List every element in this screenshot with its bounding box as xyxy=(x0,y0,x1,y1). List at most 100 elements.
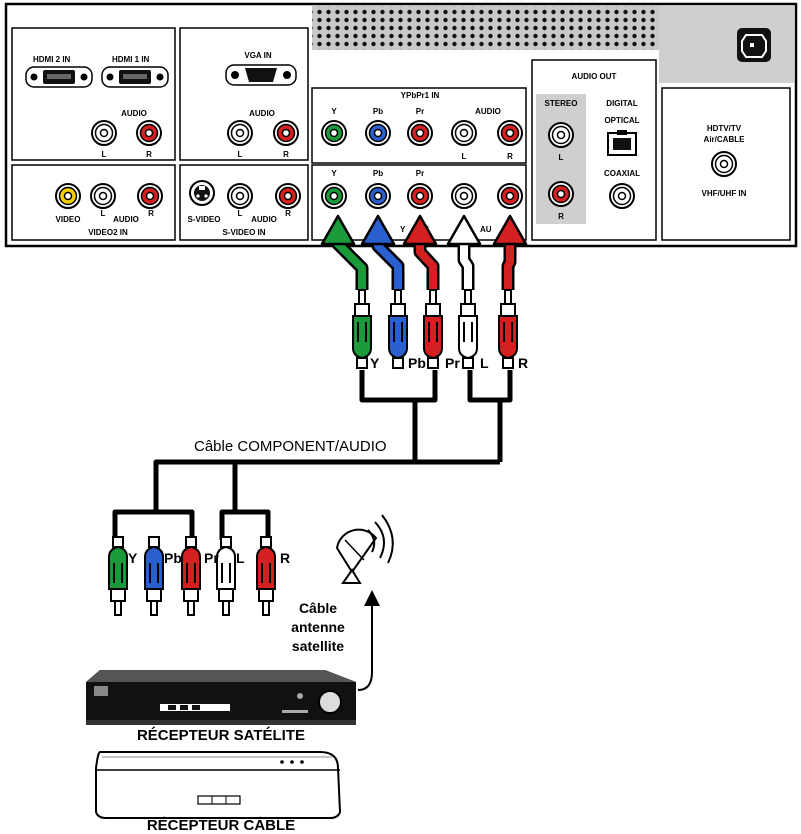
video-jack xyxy=(55,183,81,209)
stereo-l-jack xyxy=(548,122,574,148)
antenna-label-line1: Câble xyxy=(299,600,337,616)
vga-l-label: L xyxy=(238,150,243,159)
ypbpr2-audio-l-jack xyxy=(451,183,477,209)
hdmi1-label: HDMI 1 IN xyxy=(112,55,150,64)
svideo-audio-r-jack xyxy=(275,183,301,209)
plugs-bottom xyxy=(108,536,276,616)
vga-label: VGA IN xyxy=(244,51,271,60)
plug-bottom-pr xyxy=(181,536,201,616)
satellite-receiver-label: RÉCEPTEUR SATÉLITE xyxy=(137,727,305,744)
plug-label-bottom-l: L xyxy=(236,550,245,566)
ypbpr1-y-label: Y xyxy=(331,107,337,116)
hdmi-r-label: R xyxy=(146,150,152,159)
video-l-label: L xyxy=(101,209,106,218)
plug-label-top-y: Y xyxy=(370,355,380,371)
svideo-in-label: S-VIDEO IN xyxy=(222,228,265,237)
ypbpr1-pr-label: Pr xyxy=(416,107,424,116)
svideo-label: S-VIDEO xyxy=(188,215,221,224)
cable-label: Câble COMPONENT/AUDIO xyxy=(194,438,387,455)
ypbpr2-y-label: Y xyxy=(331,169,337,178)
ypbpr2-pb-jack xyxy=(365,183,391,209)
cable-receiver-label: RÉCEPTEUR CÂBLE xyxy=(147,816,295,834)
vga-audio-r-jack xyxy=(273,120,299,146)
ypbpr2-audio-label: AU xyxy=(480,225,492,234)
antenna-jack xyxy=(711,151,737,177)
video-label: VIDEO xyxy=(56,215,81,224)
plug-bottom-r xyxy=(256,536,276,616)
vga-audio-label: AUDIO xyxy=(249,109,275,118)
hdmi2-label: HDMI 2 IN xyxy=(33,55,71,64)
tv-back-panel: HDMI 2 IN HDMI 1 IN AUDIO L R VGA IN AUD… xyxy=(4,2,798,248)
plugs-top xyxy=(352,289,518,369)
ypbpr2-y-jack xyxy=(321,183,347,209)
plug-label-bottom-pr: Pr xyxy=(204,550,219,566)
svideo-jack xyxy=(189,180,215,206)
coaxial-jack xyxy=(609,183,635,209)
video2-label: VIDEO2 IN xyxy=(88,228,128,237)
stereo-l-label: L xyxy=(559,153,564,162)
rca-jacks xyxy=(55,120,737,209)
satellite-dish-icon xyxy=(335,514,394,584)
flow-arrows xyxy=(320,214,528,290)
optical-port xyxy=(607,130,637,156)
antenna-cable xyxy=(357,590,380,691)
hdmi2-port xyxy=(25,66,93,88)
stereo-r-jack xyxy=(548,181,574,207)
plug-label-top-r: R xyxy=(518,355,528,371)
plug-bottom-pb xyxy=(144,536,164,616)
aircable-label: Air/CABLE xyxy=(704,135,746,144)
plug-top-pb xyxy=(388,289,408,369)
plug-top-pr xyxy=(423,289,443,369)
video-r-label: R xyxy=(148,209,154,218)
antenna-label-line2: antenne xyxy=(291,619,345,635)
arrow-blue xyxy=(360,214,405,290)
plug-bottom-y xyxy=(108,536,128,616)
stereo-r-label: R xyxy=(558,212,564,221)
hdmi-audio-l-jack xyxy=(91,120,117,146)
digital-label: DIGITAL xyxy=(606,99,638,108)
plug-label-top-pb: Pb xyxy=(408,355,426,371)
plug-label-top-l: L xyxy=(480,355,489,371)
ypbpr1-audio-l-jack xyxy=(451,120,477,146)
svideo-r-label: R xyxy=(285,209,291,218)
optical-label: OPTICAL xyxy=(604,116,639,125)
satellite-receiver xyxy=(86,670,356,725)
ypbpr1-pb-jack xyxy=(365,120,391,146)
ypbpr1-audio-r-jack xyxy=(497,120,523,146)
plug-label-top-pr: Pr xyxy=(445,355,460,371)
svideo-audio-label: AUDIO xyxy=(251,215,277,224)
ypbpr2-pb-label: Pb xyxy=(373,169,383,178)
ypbpr1-pr-jack xyxy=(407,120,433,146)
vga-port xyxy=(225,64,297,86)
ypbpr1-label: YPbPr1 IN xyxy=(401,91,440,100)
vhf-label: VHF/UHF IN xyxy=(702,189,747,198)
ypbpr1-audio-label: AUDIO xyxy=(475,107,501,116)
antenna-label-line3: satellite xyxy=(292,638,344,654)
ypbpr1-r-label: R xyxy=(507,152,513,161)
stereo-label: STEREO xyxy=(545,99,578,108)
cable-lines xyxy=(112,370,513,540)
video-audio-r-jack xyxy=(137,183,163,209)
power-area xyxy=(659,6,794,83)
hdmi1-port xyxy=(101,66,169,88)
ypbpr1-l-label: L xyxy=(462,152,467,161)
coaxial-label: COAXIAL xyxy=(604,169,640,178)
power-socket-icon xyxy=(737,28,771,62)
cable-receiver xyxy=(95,751,342,819)
audio-out-label: AUDIO OUT xyxy=(572,72,617,81)
vent-grille xyxy=(312,6,659,50)
arrow-white xyxy=(446,214,482,290)
plug-top-y xyxy=(352,289,372,369)
hdmi-audio-label: AUDIO xyxy=(121,109,147,118)
plug-top-l xyxy=(458,289,478,369)
ypbpr2-pr-jack xyxy=(407,183,433,209)
plug-label-bottom-pb: Pb xyxy=(164,550,182,566)
ypbpr2-audio-r-jack xyxy=(497,183,523,209)
plug-label-bottom-r: R xyxy=(280,550,290,566)
plug-top-r xyxy=(498,289,518,369)
hdmi-audio-r-jack xyxy=(136,120,162,146)
ypbpr1-y-jack xyxy=(321,120,347,146)
plug-labels-bottom: Y Pb Pr L R xyxy=(128,550,290,566)
video-audio-l-jack xyxy=(90,183,116,209)
